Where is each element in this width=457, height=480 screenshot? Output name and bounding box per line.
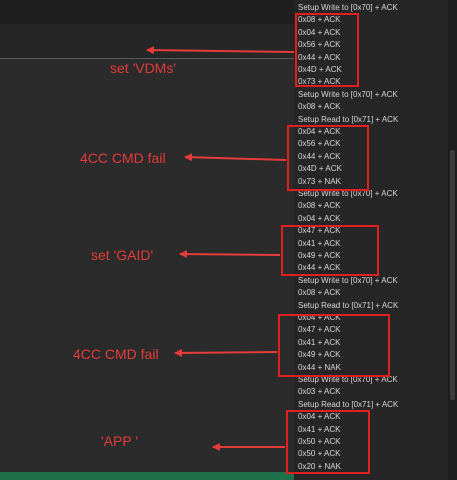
log-line: 0x04 + ACK — [298, 127, 341, 136]
log-line: 0x50 + ACK — [298, 449, 341, 459]
log-scrollbar-thumb[interactable] — [450, 150, 455, 400]
log-line: 0x47 + ACK — [298, 226, 341, 236]
log-line: 0x04 + ACK — [298, 213, 341, 223]
annotation-app: 'APP ' — [101, 433, 138, 449]
log-line: 0x41 + ACK — [298, 238, 341, 248]
log-line: 0x47 + ACK — [298, 325, 341, 335]
log-line: Setup Read to [0x71] + ACK — [298, 114, 399, 124]
arrow-cmd-fail-1 — [184, 153, 287, 162]
log-line: 0x4D + ACK — [298, 164, 342, 174]
annotation-4cc-cmd-fail-2: 4CC CMD fail — [73, 346, 159, 362]
log-line: Setup Write to [0x70] + ACK — [298, 3, 398, 12]
window-top-strip — [0, 0, 294, 24]
log-line: 0x08 + ACK — [298, 102, 341, 112]
log-line: 0x56 + ACK — [298, 139, 341, 149]
log-line: 0x04 + ACK — [298, 27, 341, 37]
log-line: 0x4D + ACK — [298, 65, 342, 74]
log-line: Setup Read to [0x71] + ACK — [298, 300, 399, 310]
status-bar — [0, 472, 294, 480]
log-line: 0x50 + ACK — [298, 437, 341, 446]
log-line: 0x44 + NAK — [298, 362, 341, 372]
arrow-cmd-fail-2 — [174, 348, 278, 357]
log-line: Setup Write to [0x70] + ACK — [298, 275, 398, 285]
annotation-set-vdms: set 'VDMs' — [110, 60, 177, 76]
log-line: 0x49 + ACK — [298, 251, 341, 260]
log-line: 0x03 + ACK — [298, 387, 341, 397]
log-line: 0x73 + ACK — [298, 77, 341, 87]
i2c-log-panel[interactable]: Setup Write to [0x70] + ACK 0x08 + ACK 0x0… — [294, 0, 457, 480]
log-line: 0x44 + ACK — [298, 263, 341, 273]
log-line: Setup Write to [0x70] + ACK — [298, 375, 398, 384]
log-line: 0x04 + ACK — [298, 412, 341, 422]
log-line: 0x08 + ACK — [298, 15, 341, 25]
annotation-4cc-cmd-fail-1: 4CC CMD fail — [80, 150, 166, 166]
log-line: 0x44 + ACK — [298, 151, 341, 161]
log-line: 0x41 + ACK — [298, 337, 341, 347]
log-line: 0x20 + NAK — [298, 461, 341, 471]
log-line: Setup Read to [0x71] + ACK — [298, 399, 399, 409]
arrow-gaid — [179, 250, 281, 259]
log-line: 0x49 + ACK — [298, 350, 341, 360]
log-line: 0x04 + ACK — [298, 313, 341, 322]
arrow-vdms — [146, 46, 295, 55]
annotation-set-gaid: set 'GAID' — [91, 247, 154, 263]
log-line: 0x08 + ACK — [298, 201, 341, 211]
log-line: 0x56 + ACK — [298, 40, 341, 50]
main-pane — [0, 59, 294, 472]
log-line: 0x73 + NAK — [298, 176, 341, 186]
log-line: 0x41 + ACK — [298, 424, 341, 434]
log-line: 0x44 + ACK — [298, 52, 341, 62]
log-line: Setup Write to [0x70] + ACK — [298, 89, 398, 99]
log-line: Setup Write to [0x70] + ACK — [298, 189, 398, 198]
log-line: 0x08 + ACK — [298, 288, 341, 298]
